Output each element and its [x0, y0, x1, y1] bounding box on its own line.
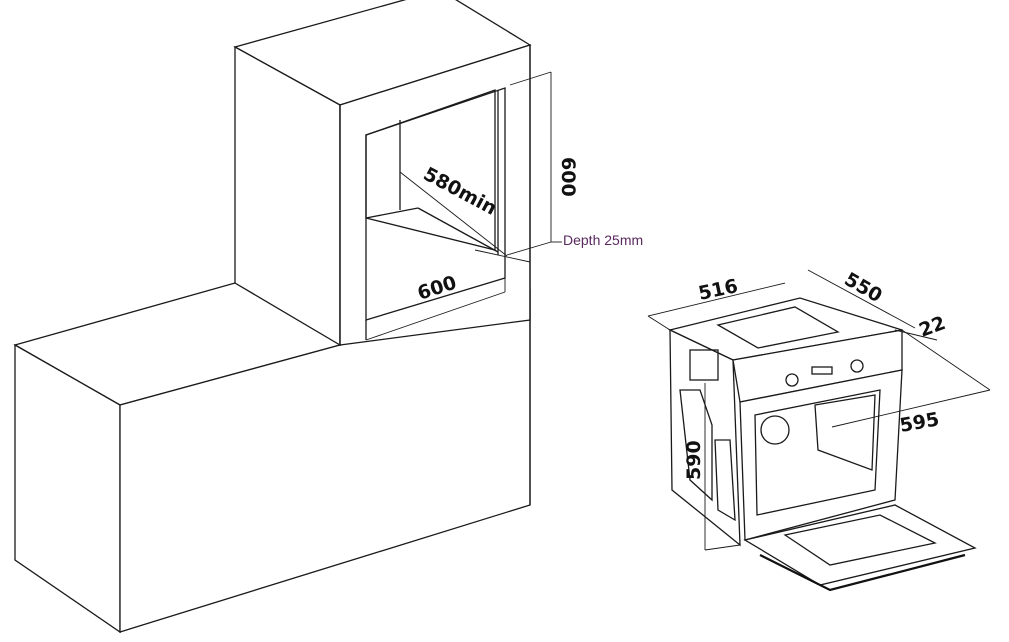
oven-door	[743, 504, 977, 586]
oven-cavity-frame	[754, 389, 881, 516]
depth-25-arrows	[474, 249, 531, 263]
oven-front-label: 22	[916, 312, 948, 342]
opening-shelf-edge	[365, 207, 419, 219]
oven-outer-width-label: 595	[898, 408, 941, 437]
oven-cavity-back	[814, 394, 876, 471]
oven-side-rib	[679, 389, 713, 502]
oven-door-glass	[783, 514, 937, 566]
oven-height-label: 590	[683, 440, 705, 480]
oven-outer-ext	[901, 329, 991, 391]
oven-side-rib-2	[714, 439, 736, 522]
cabinet-drawing: 580min 600 600 Depth 25mm	[13, 0, 643, 634]
oven-width-ext	[647, 315, 671, 331]
oven-knob-right	[850, 359, 864, 373]
depth-note: Depth 25mm	[563, 232, 643, 248]
height-ext-bottom	[506, 241, 552, 256]
oven-depth-dim	[807, 269, 916, 329]
oven-drawing: 516 550 22 595 590	[647, 268, 991, 592]
oven-height-ext	[704, 544, 741, 551]
oven-front-dim	[894, 329, 938, 341]
oven-top-panel	[716, 306, 840, 349]
oven-handle-slot	[689, 349, 719, 381]
opening-floor-edge	[417, 207, 499, 253]
oven-front	[739, 369, 903, 541]
oven-width-dim	[647, 282, 786, 317]
oven-width-label: 516	[696, 275, 739, 305]
oven-depth-label: 550	[841, 268, 886, 307]
oven-outer-dim	[831, 389, 991, 428]
oven-fan	[760, 415, 790, 445]
cabinet-height-label: 600	[557, 157, 579, 197]
oven-door-handle	[759, 553, 966, 592]
height-ext-top	[509, 71, 552, 86]
width-dim-line	[365, 291, 506, 341]
depth-dim-line	[399, 171, 508, 257]
oven-display	[811, 366, 833, 375]
oven-knob-left	[785, 373, 799, 387]
